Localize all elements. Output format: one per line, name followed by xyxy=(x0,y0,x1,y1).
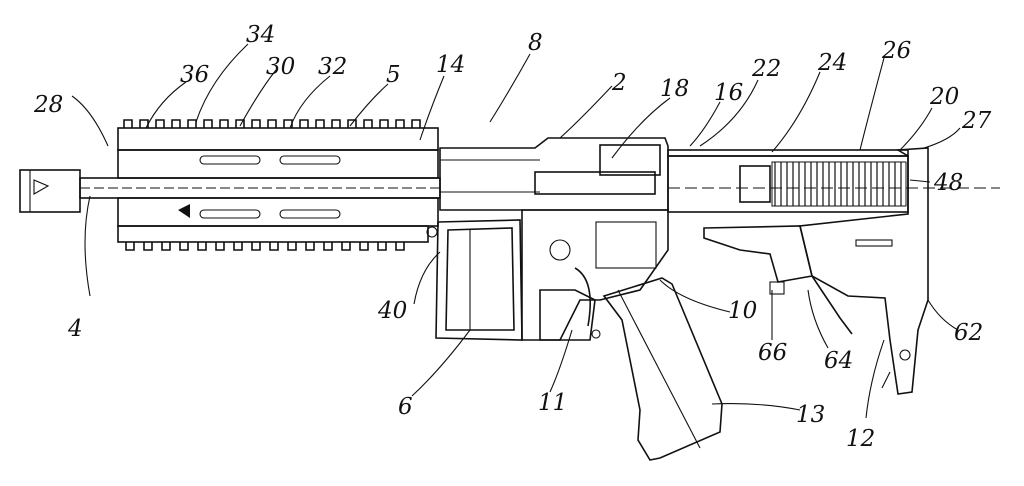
label-18: 18 xyxy=(660,76,689,102)
label-64: 64 xyxy=(824,348,853,374)
upper-receiver xyxy=(426,137,669,238)
label-14: 14 xyxy=(436,52,465,78)
label-40: 40 xyxy=(377,298,407,324)
lower-receiver xyxy=(521,209,669,341)
label-36: 36 xyxy=(180,62,209,88)
label-62: 62 xyxy=(954,320,983,346)
label-2: 2 xyxy=(611,70,627,96)
label-16: 16 xyxy=(714,80,743,106)
label-4: 4 xyxy=(67,316,83,342)
label-8: 8 xyxy=(528,30,543,56)
label-27: 27 xyxy=(961,108,992,134)
label-11: 11 xyxy=(538,390,567,416)
label-28: 28 xyxy=(33,92,63,118)
pistol-grip xyxy=(602,277,723,461)
label-30: 30 xyxy=(266,54,295,80)
muzzle-device xyxy=(19,169,81,213)
label-12: 12 xyxy=(846,426,875,452)
label-5: 5 xyxy=(386,62,401,88)
reference-labels: 28 36 34 30 32 5 14 8 2 18 16 22 24 26 2… xyxy=(33,22,992,452)
label-13: 13 xyxy=(796,402,825,428)
label-24: 24 xyxy=(817,50,847,76)
label-20: 20 xyxy=(929,84,959,110)
leader-lines xyxy=(71,43,961,419)
label-6: 6 xyxy=(398,394,413,420)
barrel xyxy=(79,177,441,199)
buffer-tube xyxy=(667,149,1000,213)
stock xyxy=(703,147,929,395)
label-48: 48 xyxy=(933,170,963,196)
label-32: 32 xyxy=(318,54,347,80)
label-10: 10 xyxy=(728,298,757,324)
label-22: 22 xyxy=(751,56,781,82)
handguard-rail xyxy=(117,119,439,251)
label-66: 66 xyxy=(758,340,787,366)
label-26: 26 xyxy=(881,38,911,64)
magazine xyxy=(435,219,523,341)
label-34: 34 xyxy=(246,22,275,48)
